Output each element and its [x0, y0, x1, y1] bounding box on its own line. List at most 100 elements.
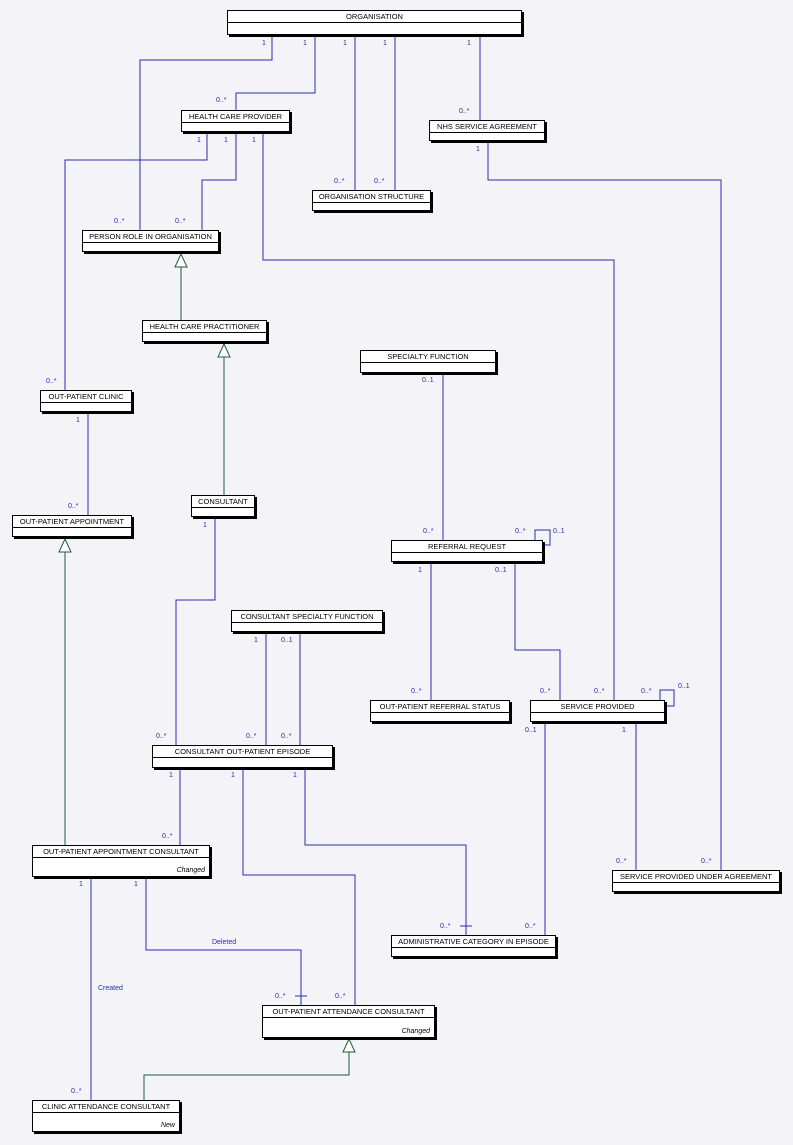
entity-clinic-attendance-consultant[interactable]: CLINIC ATTENDANCE CONSULTANT New [32, 1100, 180, 1132]
multiplicity-label: 0..* [334, 178, 345, 185]
association-link [139, 36, 273, 230]
entity-name: OUT-PATIENT APPOINTMENT CONSULTANT [33, 846, 209, 858]
entity-name: PERSON ROLE IN ORGANISATION [83, 231, 218, 243]
multiplicity-label: 0..* [246, 733, 257, 740]
entity-name: HEALTH CARE PROVIDER [182, 111, 289, 123]
entity-consultant-specialty-function[interactable]: CONSULTANT SPECIALTY FUNCTION [231, 610, 383, 632]
entity-health-care-provider[interactable]: HEALTH CARE PROVIDER [181, 110, 290, 132]
entity-out-patient-attendance-consultant[interactable]: OUT-PATIENT ATTENDANCE CONSULTANT Change… [262, 1005, 435, 1038]
entity-organisation-structure[interactable]: ORGANISATION STRUCTURE [312, 190, 431, 211]
generalization-link [143, 1052, 350, 1100]
multiplicity-label: 0..* [175, 218, 186, 225]
multiplicity-label: 0..* [275, 993, 286, 1000]
entity-name: ADMINISTRATIVE CATEGORY IN EPISODE [392, 936, 555, 948]
entity-name: SERVICE PROVIDED UNDER AGREEMENT [613, 871, 779, 883]
multiplicity-label: 0..* [515, 528, 526, 535]
entity-person-role-in-organisation[interactable]: PERSON ROLE IN ORGANISATION [82, 230, 219, 252]
multiplicity-label: 1 [383, 40, 387, 47]
entity-out-patient-appointment-consultant[interactable]: OUT-PATIENT APPOINTMENT CONSULTANT Chang… [32, 845, 210, 877]
entity-name: ORGANISATION [228, 11, 521, 23]
entity-name: OUT-PATIENT CLINIC [41, 391, 131, 403]
multiplicity-label: 0..* [46, 378, 57, 385]
generalization-arrowhead [58, 537, 72, 553]
multiplicity-label: 1 [343, 40, 347, 47]
multiplicity-label: 0..1 [525, 727, 537, 734]
entity-out-patient-referral-status[interactable]: OUT-PATIENT REFERRAL STATUS [370, 700, 510, 722]
multiplicity-label: 1 [254, 637, 258, 644]
association-link [242, 769, 356, 1005]
entity-name: CLINIC ATTENDANCE CONSULTANT [33, 1101, 179, 1113]
multiplicity-label: 1 [134, 881, 138, 888]
multiplicity-label: 1 [467, 40, 471, 47]
entity-name: HEALTH CARE PRACTITIONER [143, 321, 266, 333]
multiplicity-label: 0..1 [495, 567, 507, 574]
multiplicity-label: 0..* [374, 178, 385, 185]
multiplicity-label: 1 [418, 567, 422, 574]
generalization-arrowhead [342, 1037, 356, 1053]
entity-name: OUT-PATIENT REFERRAL STATUS [371, 701, 509, 713]
multiplicity-label: 0..* [701, 858, 712, 865]
multiplicity-label: 1 [169, 772, 173, 779]
association-link [304, 769, 467, 935]
multiplicity-label: 1 [76, 417, 80, 424]
multiplicity-label: 1 [79, 881, 83, 888]
entity-out-patient-clinic[interactable]: OUT-PATIENT CLINIC [40, 390, 132, 412]
multiplicity-label: 0..1 [678, 683, 690, 690]
multiplicity-label: 1 [203, 522, 207, 529]
entity-name: CONSULTANT SPECIALTY FUNCTION [232, 611, 382, 623]
association-link [64, 133, 208, 390]
multiplicity-label: 0..* [525, 923, 536, 930]
multiplicity-label: 0..* [281, 733, 292, 740]
entity-name: CONSULTANT OUT-PATIENT EPISODE [153, 746, 332, 758]
entity-name: REFERRAL REQUEST [392, 541, 542, 553]
entity-service-provided[interactable]: SERVICE PROVIDED [530, 700, 665, 722]
entity-specialty-function[interactable]: SPECIALTY FUNCTION [360, 350, 496, 373]
association-link [201, 133, 237, 230]
entity-name: OUT-PATIENT ATTENDANCE CONSULTANT [263, 1006, 434, 1018]
entity-name: CONSULTANT [192, 496, 254, 508]
entity-name: SPECIALTY FUNCTION [361, 351, 495, 363]
association-link [262, 133, 615, 700]
entity-referral-request[interactable]: REFERRAL REQUEST [391, 540, 543, 562]
entity-administrative-category-in-episode[interactable]: ADMINISTRATIVE CATEGORY IN EPISODE [391, 935, 556, 957]
entity-organisation[interactable]: ORGANISATION [227, 10, 522, 35]
status-note: Changed [401, 1028, 430, 1035]
multiplicity-label: 0..1 [281, 637, 293, 644]
self-association-link [534, 529, 551, 546]
entity-nhs-service-agreement[interactable]: NHS SERVICE AGREEMENT [429, 120, 545, 141]
multiplicity-label: 1 [224, 137, 228, 144]
multiplicity-label: 0..* [641, 688, 652, 695]
multiplicity-label: 0..* [440, 923, 451, 930]
multiplicity-label: 1 [197, 137, 201, 144]
multiplicity-label: 0..* [335, 993, 346, 1000]
multiplicity-label: 0..* [71, 1088, 82, 1095]
link-label-deleted: Deleted [212, 939, 236, 946]
multiplicity-label: 0..* [162, 833, 173, 840]
multiplicity-label: 1 [252, 137, 256, 144]
entity-health-care-practitioner[interactable]: HEALTH CARE PRACTITIONER [142, 320, 267, 342]
association-link [145, 878, 302, 1005]
multiplicity-label: 1 [262, 40, 266, 47]
association-link [175, 518, 216, 745]
multiplicity-label: 0..1 [553, 528, 565, 535]
multiplicity-label: 1 [293, 772, 297, 779]
entity-name: SERVICE PROVIDED [531, 701, 664, 713]
status-note: Changed [176, 867, 205, 874]
multiplicity-label: 0..* [540, 688, 551, 695]
entity-consultant[interactable]: CONSULTANT [191, 495, 255, 517]
multiplicity-label: 1 [622, 727, 626, 734]
entity-name: ORGANISATION STRUCTURE [313, 191, 430, 203]
multiplicity-label: 1 [303, 40, 307, 47]
multiplicity-label: 1 [231, 772, 235, 779]
entity-consultant-out-patient-episode[interactable]: CONSULTANT OUT-PATIENT EPISODE [152, 745, 333, 768]
association-link [514, 563, 561, 700]
multiplicity-label: 0..* [459, 108, 470, 115]
entity-service-provided-under-agreement[interactable]: SERVICE PROVIDED UNDER AGREEMENT [612, 870, 780, 892]
status-note: New [160, 1122, 175, 1129]
entity-name: OUT-PATIENT APPOINTMENT [13, 516, 131, 528]
association-link [235, 36, 316, 110]
entity-name: NHS SERVICE AGREEMENT [430, 121, 544, 133]
multiplicity-label: 0..* [68, 503, 79, 510]
entity-out-patient-appointment[interactable]: OUT-PATIENT APPOINTMENT [12, 515, 132, 537]
